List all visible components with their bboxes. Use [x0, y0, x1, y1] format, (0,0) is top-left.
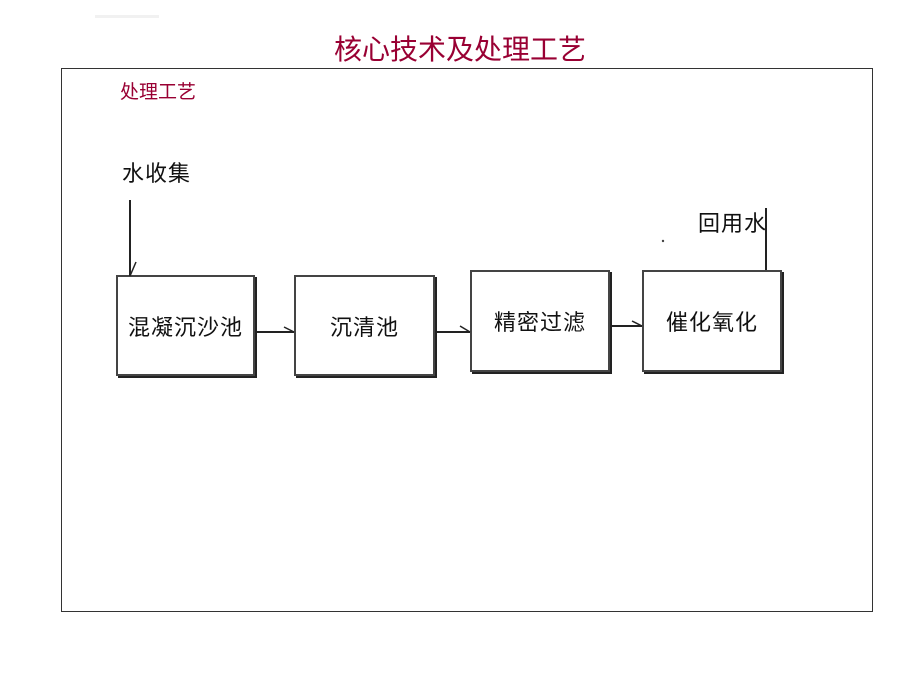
step-box-coagulation: 混凝沉沙池 — [116, 275, 255, 376]
step-box-catalytic-oxidation: 催化氧化 — [642, 270, 782, 372]
step-label: 催化氧化 — [665, 311, 758, 336]
content-frame — [61, 68, 873, 612]
section-label: 处理工艺 — [120, 81, 197, 103]
step-box-precision-filter: 精密过滤 — [470, 270, 610, 372]
step-label: 沉清池 — [329, 315, 399, 341]
step-label: 混凝沉沙池 — [127, 315, 243, 341]
step-label: 精密过滤 — [493, 311, 586, 336]
output-label: 回用水 — [698, 212, 768, 237]
faint-mark — [95, 15, 159, 18]
step-box-clarifier: 沉清池 — [294, 275, 435, 376]
input-label: 水收集 — [122, 162, 192, 187]
slide-title: 核心技术及处理工艺 — [333, 33, 586, 66]
